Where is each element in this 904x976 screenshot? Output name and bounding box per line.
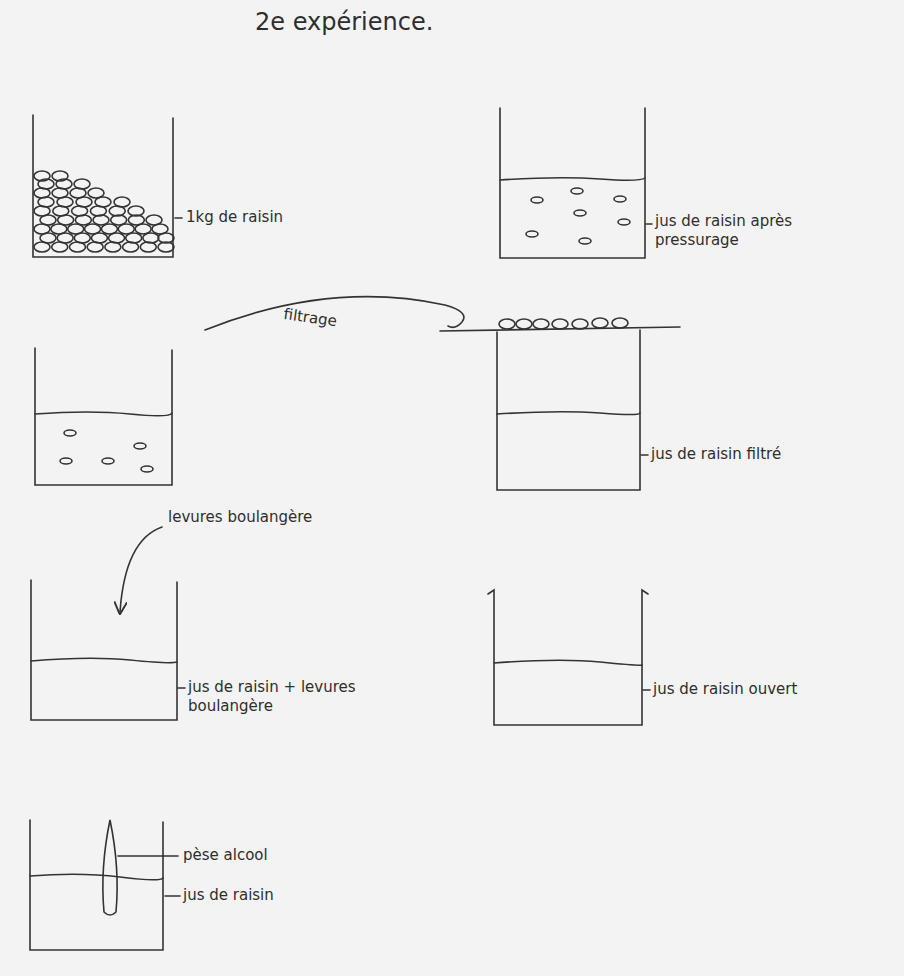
hydrometer	[103, 820, 117, 915]
beaker	[30, 820, 163, 950]
annotation-label: filtrage	[282, 305, 384, 337]
annotation-label: levures boulangère	[168, 508, 368, 527]
liquid-surface	[500, 178, 645, 181]
liquid-surface	[30, 874, 163, 880]
grape	[34, 171, 50, 181]
filtered-pulp	[499, 318, 628, 329]
grapes	[34, 171, 174, 252]
beaker	[497, 330, 640, 490]
leader-line	[643, 689, 650, 691]
annotation-label: jus de raisin filtré	[651, 445, 851, 464]
liquid-surface	[35, 412, 172, 416]
grape	[52, 171, 68, 181]
annotation-label: jus de raisin après pressurage	[655, 212, 820, 250]
leader-line	[175, 217, 182, 219]
grape	[128, 206, 144, 216]
beaker	[500, 108, 645, 258]
liquid-surface	[31, 658, 177, 662]
beaker	[488, 590, 648, 725]
page-title: 2e expérience.	[255, 8, 433, 36]
liquid-surface	[497, 412, 640, 415]
pulp-bits	[60, 430, 153, 472]
leader-line	[646, 223, 652, 225]
pulp-bits	[526, 188, 630, 244]
annotation-label: jus de raisin ouvert	[653, 680, 873, 699]
annotation-label: jus de raisin	[183, 886, 343, 905]
grape	[88, 188, 104, 198]
add-arrow	[120, 527, 162, 612]
leader-line	[165, 895, 180, 897]
annotation-label: pèse alcool	[183, 846, 343, 865]
leader-line	[178, 687, 185, 689]
beaker	[31, 580, 177, 720]
liquid-surface	[494, 660, 642, 665]
grape	[146, 215, 162, 225]
annotation-label: jus de raisin + levures boulangère	[188, 678, 363, 716]
beaker	[35, 348, 172, 485]
annotation-label: 1kg de raisin	[186, 208, 346, 227]
beaker	[33, 115, 173, 257]
leader-line	[641, 454, 648, 456]
leader-line	[118, 855, 178, 857]
grape	[74, 179, 90, 189]
grape	[114, 197, 130, 207]
